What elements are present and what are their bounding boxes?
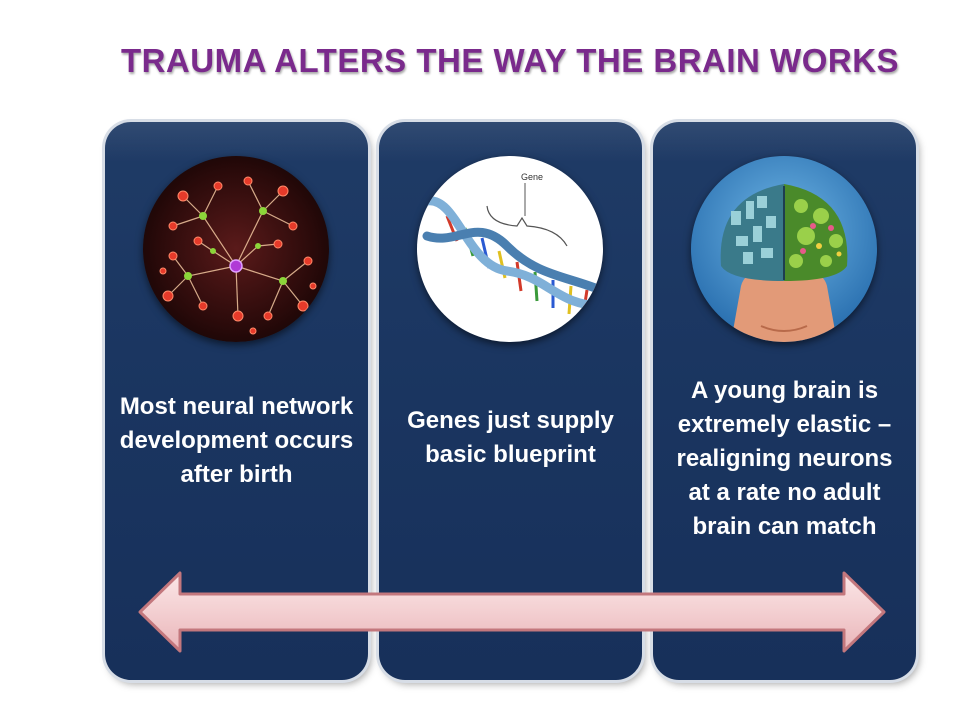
brain-head-icon	[691, 156, 877, 342]
dna-helix-icon: Gene	[417, 156, 603, 342]
slide-title: Trauma Alters the Way the Brain Works	[120, 42, 900, 79]
panel-genes: Gene Genes just supply basic blueprint	[379, 122, 642, 680]
panel-caption: A young brain is extremely elastic – rea…	[676, 377, 893, 540]
panel-neural-network: Most neural network development occurs a…	[105, 122, 368, 680]
panel-young-brain: A young brain is extremely elastic – rea…	[653, 122, 916, 680]
panel-caption: Most neural network development occurs a…	[119, 393, 354, 488]
gene-label: Gene	[521, 172, 543, 182]
neural-network-icon	[143, 156, 329, 342]
double-arrow-icon	[138, 571, 886, 653]
panel-caption: Genes just supply basic blueprint	[407, 407, 614, 468]
